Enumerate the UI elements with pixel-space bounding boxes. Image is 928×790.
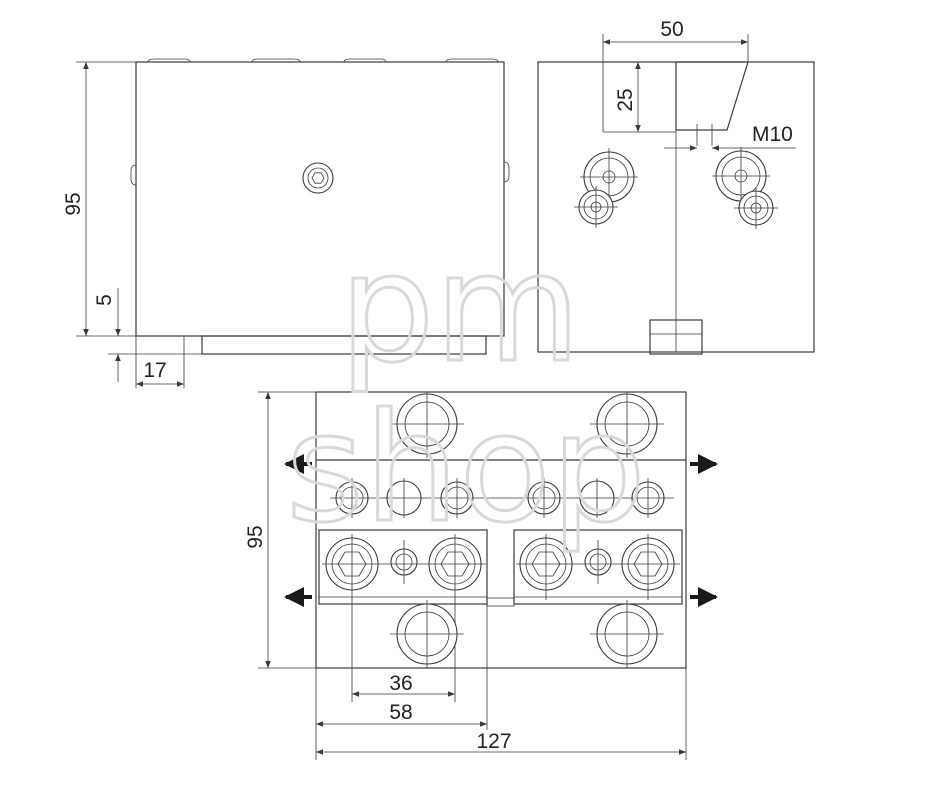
middle-hole-row bbox=[330, 478, 674, 518]
watermark-pm: pm bbox=[339, 222, 580, 396]
dim-label-25: 25 bbox=[614, 88, 637, 111]
end-view: 50 25 M10 bbox=[537, 18, 815, 355]
dim-label-95-top: 95 bbox=[244, 525, 267, 548]
top-view: 95 36 58 127 bbox=[244, 391, 718, 760]
bottom-port-left bbox=[390, 600, 464, 668]
dim-label-58: 58 bbox=[389, 701, 412, 724]
side-view: 95 5 17 bbox=[62, 58, 510, 388]
dim-label-95-side: 95 bbox=[62, 192, 85, 215]
end-base-block bbox=[649, 319, 703, 355]
top-port-left bbox=[390, 392, 464, 458]
dim-label-m10: M10 bbox=[752, 123, 793, 146]
end-port-block bbox=[675, 61, 749, 131]
bottom-port-right bbox=[590, 600, 664, 668]
dim-label-127: 127 bbox=[476, 730, 511, 753]
side-view-base-plate bbox=[201, 335, 487, 355]
end-left-port bbox=[574, 148, 638, 228]
dim-label-50: 50 bbox=[660, 18, 683, 41]
top-port-right bbox=[590, 392, 664, 458]
side-fitting bbox=[302, 162, 334, 194]
valve-block-right bbox=[513, 529, 683, 605]
dim-label-5: 5 bbox=[93, 294, 116, 306]
end-right-port bbox=[712, 147, 778, 229]
top-view-body bbox=[315, 391, 687, 669]
valve-block-left bbox=[318, 529, 488, 605]
dim-label-36: 36 bbox=[389, 672, 412, 695]
dim-label-17: 17 bbox=[143, 359, 166, 382]
watermark-shop: shop bbox=[286, 382, 646, 556]
watermark: pm shop bbox=[284, 221, 647, 558]
